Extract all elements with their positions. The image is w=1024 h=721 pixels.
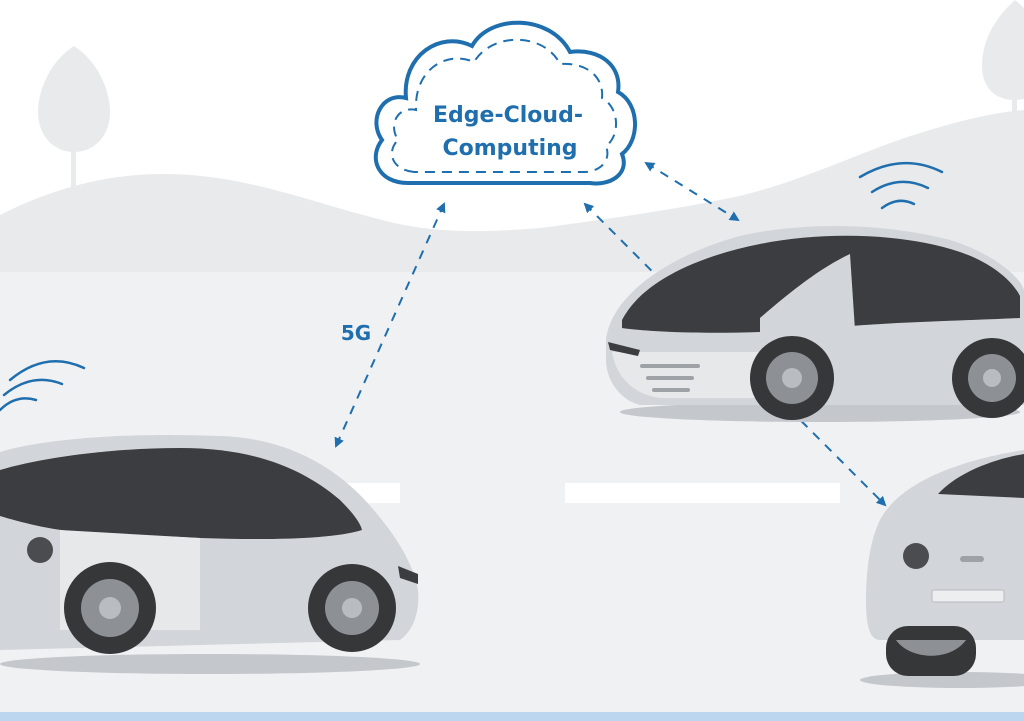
tree-right-icon [982,0,1024,130]
tree-left-icon [38,46,110,190]
bottom-strip [0,712,1024,721]
cloud-label-line1: Edge-Cloud- [433,103,583,128]
cloud-label-line2: Computing [442,136,577,161]
signal-waves-icon [858,161,944,210]
car-icon [860,450,1024,688]
cloud-icon [373,20,637,186]
lane-marking-2 [565,483,840,503]
car-icon [606,225,1024,422]
link-label-5g: 5G [341,321,371,345]
signal-waves-icon [0,360,86,412]
car-icon [0,434,420,674]
